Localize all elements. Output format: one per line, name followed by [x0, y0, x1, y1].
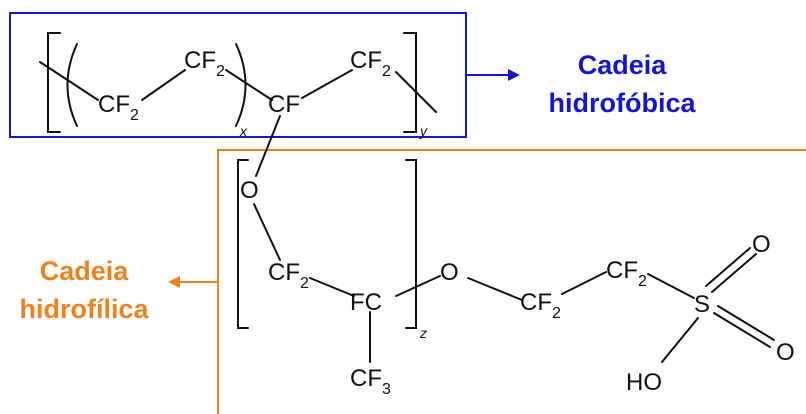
atom-o2: O [440, 259, 459, 286]
outer-bracket-right [403, 32, 417, 133]
hydrophobic-label-line2: hidrofóbica [549, 88, 697, 118]
bond-cf-c [301, 69, 353, 99]
index-x: x [239, 123, 248, 139]
atom-cf-top: CF [268, 91, 300, 118]
bond-s-o-up-2 [711, 253, 757, 293]
inner-paren-left [66, 43, 78, 127]
atom-fc: FC [350, 289, 382, 316]
bond-s-o-up-1 [705, 247, 751, 287]
bond-cf2-a [141, 69, 186, 101]
bond-cf-o1 [255, 115, 281, 177]
inner-paren-right [235, 43, 247, 127]
atom-cf2-top-left: CF2 [98, 91, 139, 124]
atom-o1: O [240, 177, 259, 204]
bond-s-ho [661, 317, 699, 363]
outer-bracket-left [47, 32, 61, 133]
atom-cf2-top-right: CF2 [350, 47, 391, 80]
bond-fc-o2 [395, 275, 441, 297]
bond-o2-cf2 [467, 277, 523, 301]
bond-s-o-right-1 [717, 305, 775, 341]
hydrophilic-label-line2: hidrofílica [19, 294, 149, 324]
bond-cf2-s [647, 273, 695, 299]
atom-cf2-top-mid: CF2 [184, 47, 225, 80]
hydrophilic-label-line1: Cadeia [40, 256, 130, 286]
index-z: z [419, 325, 427, 341]
bond-o1-cf2 [253, 203, 281, 261]
hydrophobic-arrow-head [508, 69, 520, 81]
index-y: y [419, 123, 428, 139]
side-bracket-left [237, 159, 249, 329]
bond-cf2-b [225, 69, 273, 101]
bond-cf2-cf2 [561, 271, 607, 295]
side-bracket-right [405, 159, 417, 329]
atom-o-right: O [776, 339, 795, 366]
bond-end-right [395, 71, 437, 113]
atom-s: S [694, 291, 710, 318]
bond-s-o-right-2 [713, 312, 771, 348]
atom-cf3: CF3 [350, 365, 391, 398]
hydrophilic-box [217, 149, 806, 414]
atom-cf2-chain2: CF2 [606, 257, 647, 290]
hydrophilic-arrow-head [168, 276, 180, 288]
atom-o-up: O [752, 231, 771, 258]
bond-cf2-fc [309, 277, 355, 297]
atom-cf2-side: CF2 [268, 259, 309, 292]
atom-ho: HO [626, 369, 662, 396]
bond-end-left [39, 61, 99, 101]
hydrophobic-label-line1: Cadeia [578, 50, 668, 80]
atom-cf2-chain1: CF2 [520, 289, 561, 322]
